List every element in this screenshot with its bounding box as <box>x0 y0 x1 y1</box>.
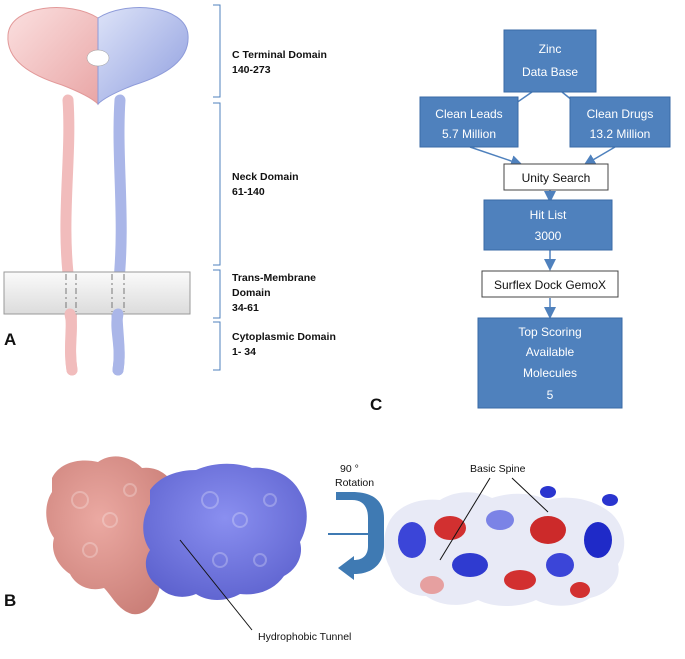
hit-list-label-1: Hit List <box>530 208 567 222</box>
top-scoring-label-2: Available <box>526 345 575 359</box>
hit-list-box <box>483 199 613 251</box>
bracket-cytoplasmic <box>213 321 221 371</box>
neck-label: Neck Domain <box>232 171 299 183</box>
bracket-transmembrane <box>213 269 221 319</box>
c-terminal-label: C Terminal Domain <box>232 49 327 61</box>
hit-list-label-2: 3000 <box>535 229 562 243</box>
clean-drugs-box <box>569 96 671 148</box>
clean-drugs-label-1: Clean Drugs <box>587 107 654 121</box>
panel-c-letter: C <box>370 395 382 414</box>
top-scoring-label-3: Molecules <box>523 366 577 380</box>
basic-spine-label: Basic Spine <box>470 463 526 475</box>
blue-stalk-lower <box>111 308 125 376</box>
zinc-box <box>503 29 597 93</box>
electrostatic-patches <box>398 486 618 598</box>
basic-spine-pointer-2 <box>511 477 549 513</box>
rotation-label-1: 90 ° <box>340 463 359 475</box>
zinc-label-2: Data Base <box>522 65 578 79</box>
pink-stalk-lower <box>64 308 78 376</box>
basic-spine-pointer-1 <box>439 477 491 561</box>
rotation-label-2: Rotation <box>335 477 374 489</box>
tunnel-pointer <box>179 539 253 631</box>
arrow-leads-unity <box>469 146 523 167</box>
transmembrane-range: 34-61 <box>232 302 259 314</box>
blue-head <box>97 7 189 106</box>
clean-leads-label-2: 5.7 Million <box>442 127 496 141</box>
c-terminal-range: 140-273 <box>232 64 271 76</box>
bracket-c-terminal <box>213 4 221 98</box>
protein-blue-surface <box>143 463 307 600</box>
panel-c: Zinc Data Base Clean Leads 5.7 Million C… <box>370 29 671 414</box>
cytoplasmic-range: 1- 34 <box>232 346 256 358</box>
neck-range: 61-140 <box>232 186 265 198</box>
rotation-arrow <box>336 492 384 580</box>
bracket-neck <box>213 102 221 266</box>
panel-b-letter: B <box>4 591 16 610</box>
panel-a: C Terminal Domain 140-273 Neck Domain 61… <box>3 4 336 376</box>
top-scoring-label-1: Top Scoring <box>518 325 581 339</box>
top-scoring-box <box>477 317 623 409</box>
hydrophobic-tunnel-label: Hydrophobic Tunnel <box>258 631 351 643</box>
surflex-box <box>481 270 619 298</box>
membrane <box>3 271 191 315</box>
panel-b: Hydrophobic Tunnel 90 ° Rotation Basic S… <box>4 456 625 643</box>
unity-search-label: Unity Search <box>522 171 591 185</box>
pink-head <box>7 7 99 106</box>
surflex-label: Surflex Dock GemoX <box>494 278 606 292</box>
transmembrane-label-2: Domain <box>232 287 271 299</box>
protein-salmon-surface <box>46 456 179 615</box>
top-scoring-label-4: 5 <box>547 388 554 402</box>
clean-drugs-label-2: 13.2 Million <box>590 127 651 141</box>
panel-a-letter: A <box>4 330 16 349</box>
zinc-label-1: Zinc <box>539 42 562 56</box>
clean-leads-box <box>419 96 519 148</box>
unity-search-box <box>503 163 609 191</box>
transmembrane-label: Trans-Membrane <box>232 272 316 284</box>
clean-leads-label-1: Clean Leads <box>435 107 502 121</box>
arrow-drugs-unity <box>583 146 616 166</box>
head-hole <box>86 49 110 67</box>
surface-texture <box>71 483 277 568</box>
cytoplasmic-label: Cytoplasmic Domain <box>232 331 336 343</box>
